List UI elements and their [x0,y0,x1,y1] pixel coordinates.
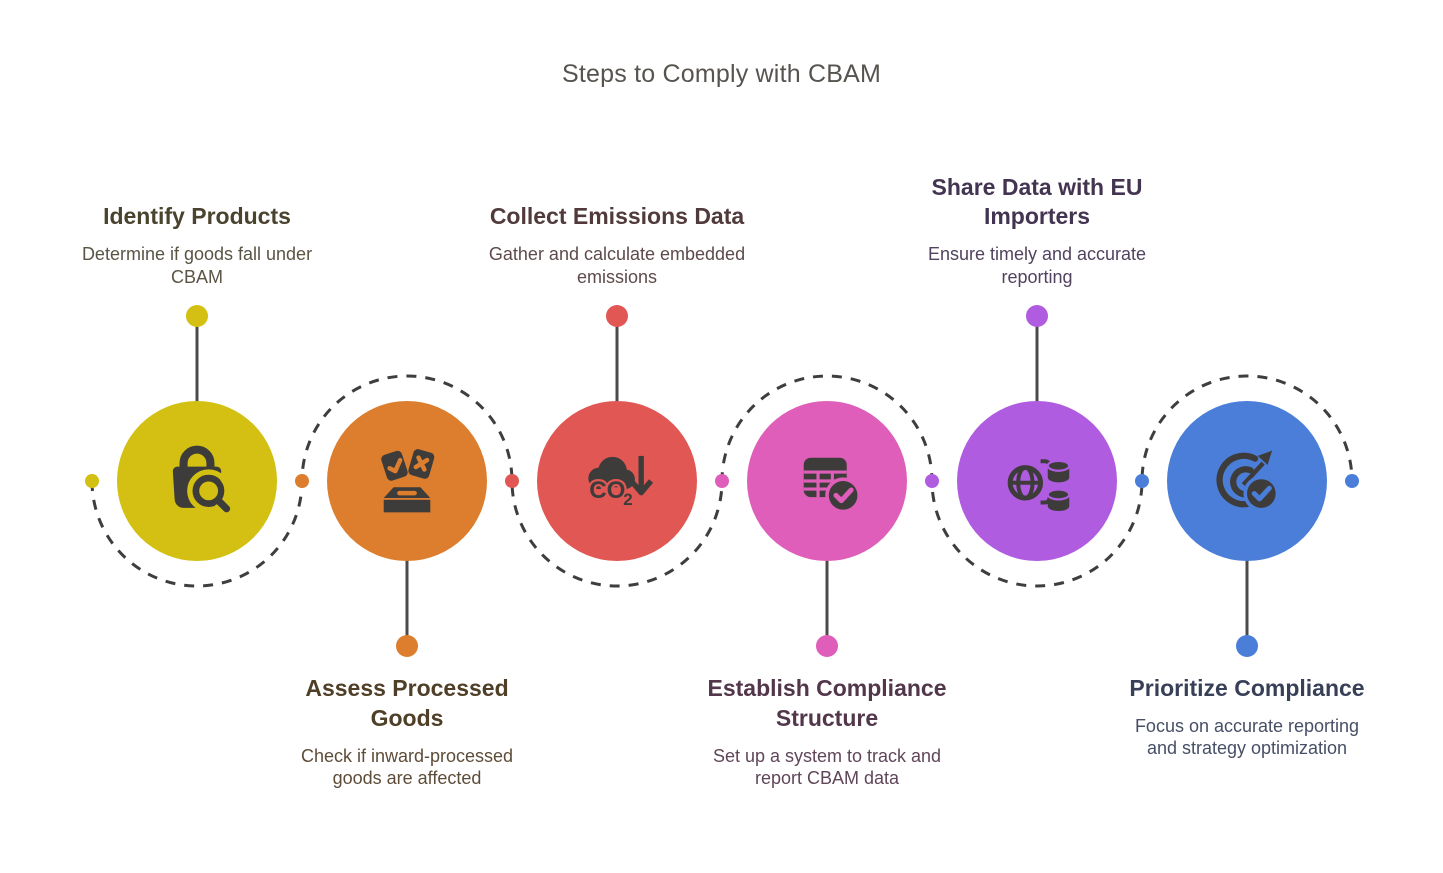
step-1-pin-dot [186,305,208,327]
step-6-text: Prioritize Compliance Focus on accurate … [1087,674,1407,760]
step-2-text: Assess Processed Goods Check if inward-p… [247,674,567,789]
step-6-title: Prioritize Compliance [1129,675,1365,701]
wave-dot-2 [295,474,309,488]
page-title: Steps to Comply with CBAM [562,60,881,88]
svg-text:2: 2 [623,490,632,509]
data-table-check-icon [803,457,862,514]
step-2-pin-dot [396,635,418,657]
shopping-bag-search-icon [172,445,234,516]
step-4-circle [747,401,907,561]
step-5-pin-dot [1026,305,1048,327]
step-3-text: Collect Emissions Data Gather and calcul… [457,202,777,288]
step-1-circle [117,401,277,561]
target-check-icon [1216,450,1280,512]
step-3-subtitle: Gather and calculate embedded emissions [488,244,746,287]
step-4-pin-dot [816,635,838,657]
step-4-text: Establish Compliance Structure Set up a … [667,674,987,789]
wave-dot-3 [505,474,519,488]
svg-text:CO: CO [589,477,625,504]
step-6-subtitle: Focus on accurate reporting and strategy… [1134,715,1360,759]
wave-dot-1 [85,474,99,488]
step-4-subtitle: Set up a system to track and report CBAM… [712,745,942,789]
ballot-box-sorting-icon [381,449,435,513]
step-2-circle [327,401,487,561]
step-4-title: Establish Compliance Structure [707,675,947,731]
wave-dot-6 [1135,474,1149,488]
step-1-subtitle: Determine if goods fall under CBAM [81,244,313,287]
co2-cloud-reduction-icon: CO 2 [587,455,654,511]
step-5-title: Share Data with EU Importers [931,173,1143,230]
step-2-subtitle: Check if inward-processed goods are affe… [300,745,514,789]
wave-dot-5 [925,474,939,488]
step-5-text: Share Data with EU Importers Ensure time… [877,173,1197,288]
step-3-circle: CO 2 [537,401,697,561]
step-6-circle [1167,401,1327,561]
step-3-pin-dot [606,305,628,327]
wave-dot-7 [1345,474,1359,488]
globe-database-icon [1007,459,1071,512]
step-2-title: Assess Processed Goods [305,675,509,731]
step-3-title: Collect Emissions Data [489,203,745,230]
wave-dot-4 [715,474,729,488]
step-5-circle [957,401,1117,561]
step-1-title: Identify Products [103,203,291,230]
step-5-subtitle: Ensure timely and accurate reporting [927,244,1147,287]
step-1-text: Identify Products Determine if goods fal… [37,202,357,288]
step-6-pin-dot [1236,635,1258,657]
